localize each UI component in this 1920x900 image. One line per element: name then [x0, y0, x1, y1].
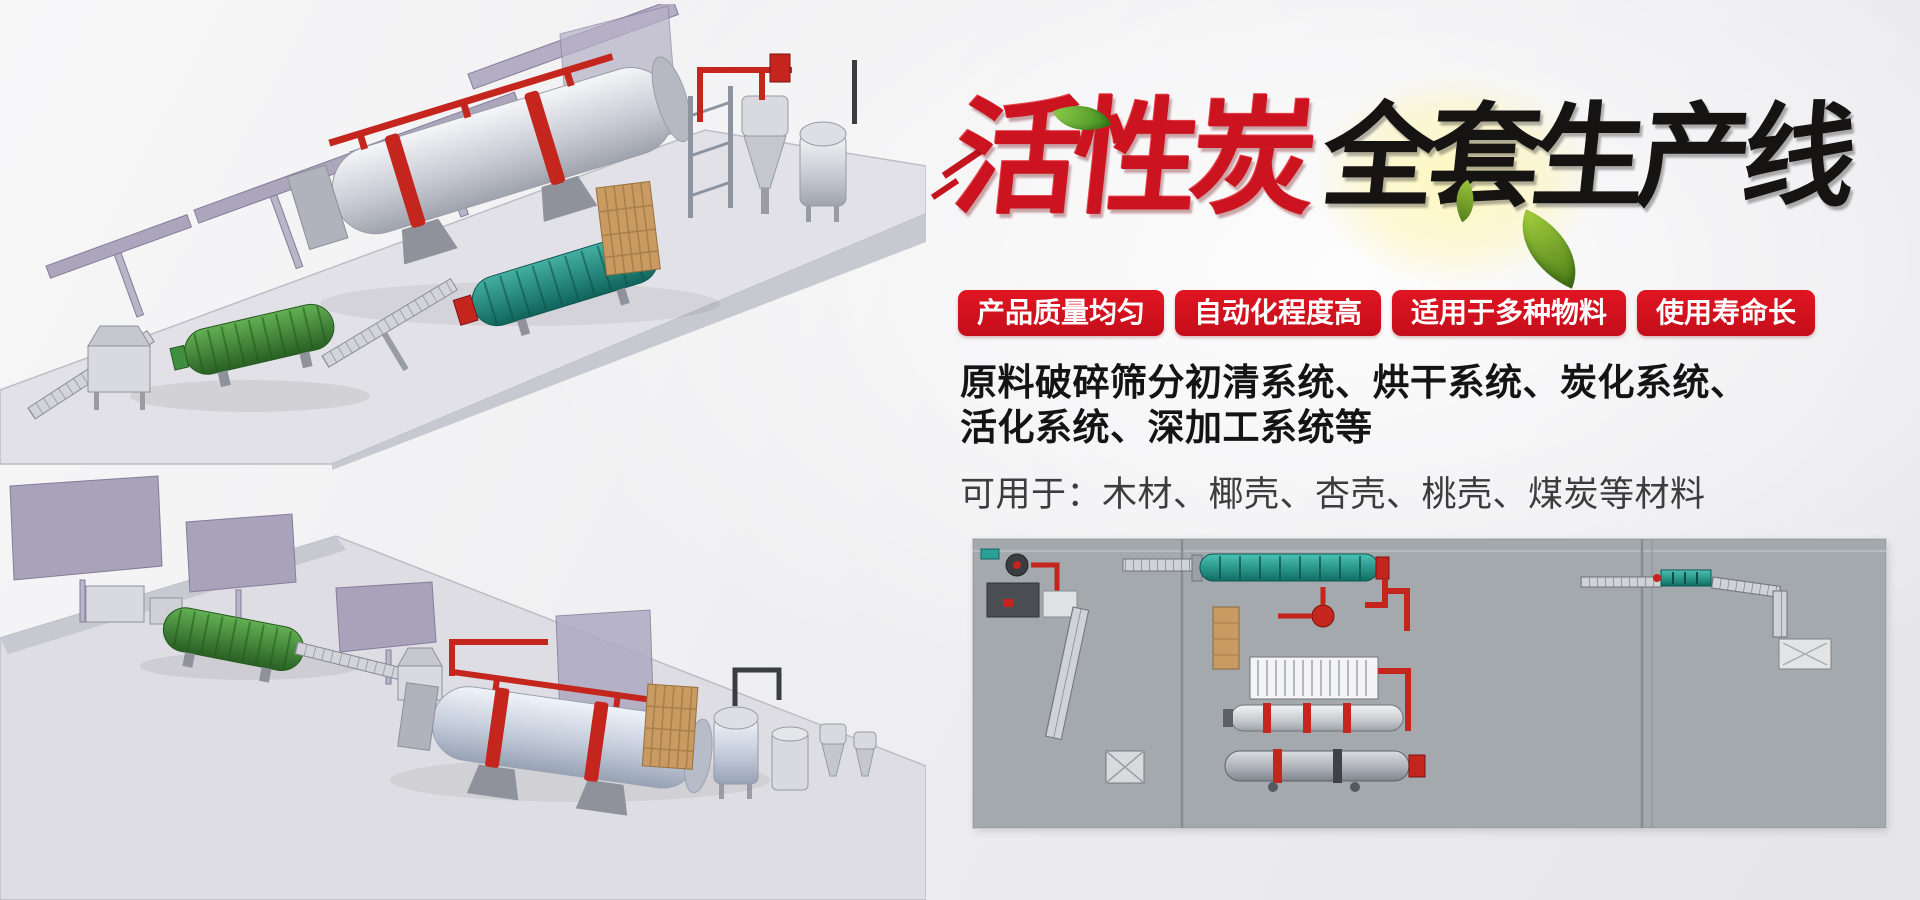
badge-materials: 适用于多种物料 — [1392, 290, 1627, 336]
rotary-dryer-drum — [286, 53, 692, 265]
red-piping — [1378, 668, 1411, 731]
description-line-3: 可用于：木材、椰壳、杏壳、桃壳、煤炭等材料 — [960, 475, 1706, 515]
brick-tower — [595, 180, 661, 276]
layout-schematic — [973, 539, 1886, 828]
wall-panels — [9, 475, 656, 765]
feed-hopper — [87, 325, 151, 410]
dome-tank — [713, 706, 759, 799]
cyclone-pair — [819, 723, 877, 777]
rotary-drum — [397, 669, 713, 816]
red-piping — [453, 669, 670, 708]
fin-cooler — [1249, 656, 1379, 700]
hot-air-furnace — [1212, 606, 1240, 670]
red-piping — [449, 639, 548, 676]
activation-drum — [1224, 749, 1426, 792]
feature-badges: 产品质量均匀 自动化程度高 适用于多种物料 使用寿命长 — [958, 290, 1816, 336]
incline-conveyor — [321, 278, 458, 372]
title-black-part: 全套生产线 — [1316, 94, 1855, 220]
black-piping — [732, 667, 782, 706]
crusher-cluster — [980, 548, 1078, 618]
brick-tower — [641, 683, 699, 770]
control-box — [1105, 750, 1145, 784]
description-block: 原料破碎筛分初清系统、烘干系统、炭化系统、 活化系统、深加工系统等 可用于：木材… — [960, 360, 1748, 517]
tank-2 — [771, 726, 809, 791]
fan-pump — [1311, 604, 1335, 628]
red-piping — [1365, 579, 1410, 631]
red-piping — [328, 53, 614, 151]
feed-belt — [1122, 558, 1201, 572]
red-piping — [1278, 587, 1326, 619]
vibrating-screen — [1778, 638, 1832, 670]
layout-schematic-panel — [973, 539, 1886, 828]
render-top-production-line — [0, 4, 926, 470]
badge-automation: 自动化程度高 — [1175, 290, 1382, 336]
badge-quality: 产品质量均匀 — [958, 290, 1165, 336]
cyclone-separator — [741, 95, 789, 214]
carbonization-drum — [1223, 703, 1404, 733]
ladder-conveyor — [1044, 606, 1090, 741]
red-tank — [769, 53, 791, 83]
badge-lifespan: 使用寿命长 — [1637, 290, 1816, 336]
render-bottom-production-line — [0, 475, 926, 900]
title-red-part: 活性炭 — [947, 88, 1317, 229]
packing-line — [1580, 569, 1832, 670]
dryer-drum-topview — [1191, 553, 1390, 582]
chimney — [852, 60, 857, 124]
storage-tank — [799, 121, 847, 222]
green-rotary-drum — [169, 303, 335, 388]
support-frame — [688, 86, 733, 218]
description-line-2: 活化系统、深加工系统等 — [960, 407, 1373, 449]
red-piping — [697, 67, 792, 122]
description-line-1: 原料破碎筛分初清系统、烘干系统、炭化系统、 — [960, 362, 1748, 403]
